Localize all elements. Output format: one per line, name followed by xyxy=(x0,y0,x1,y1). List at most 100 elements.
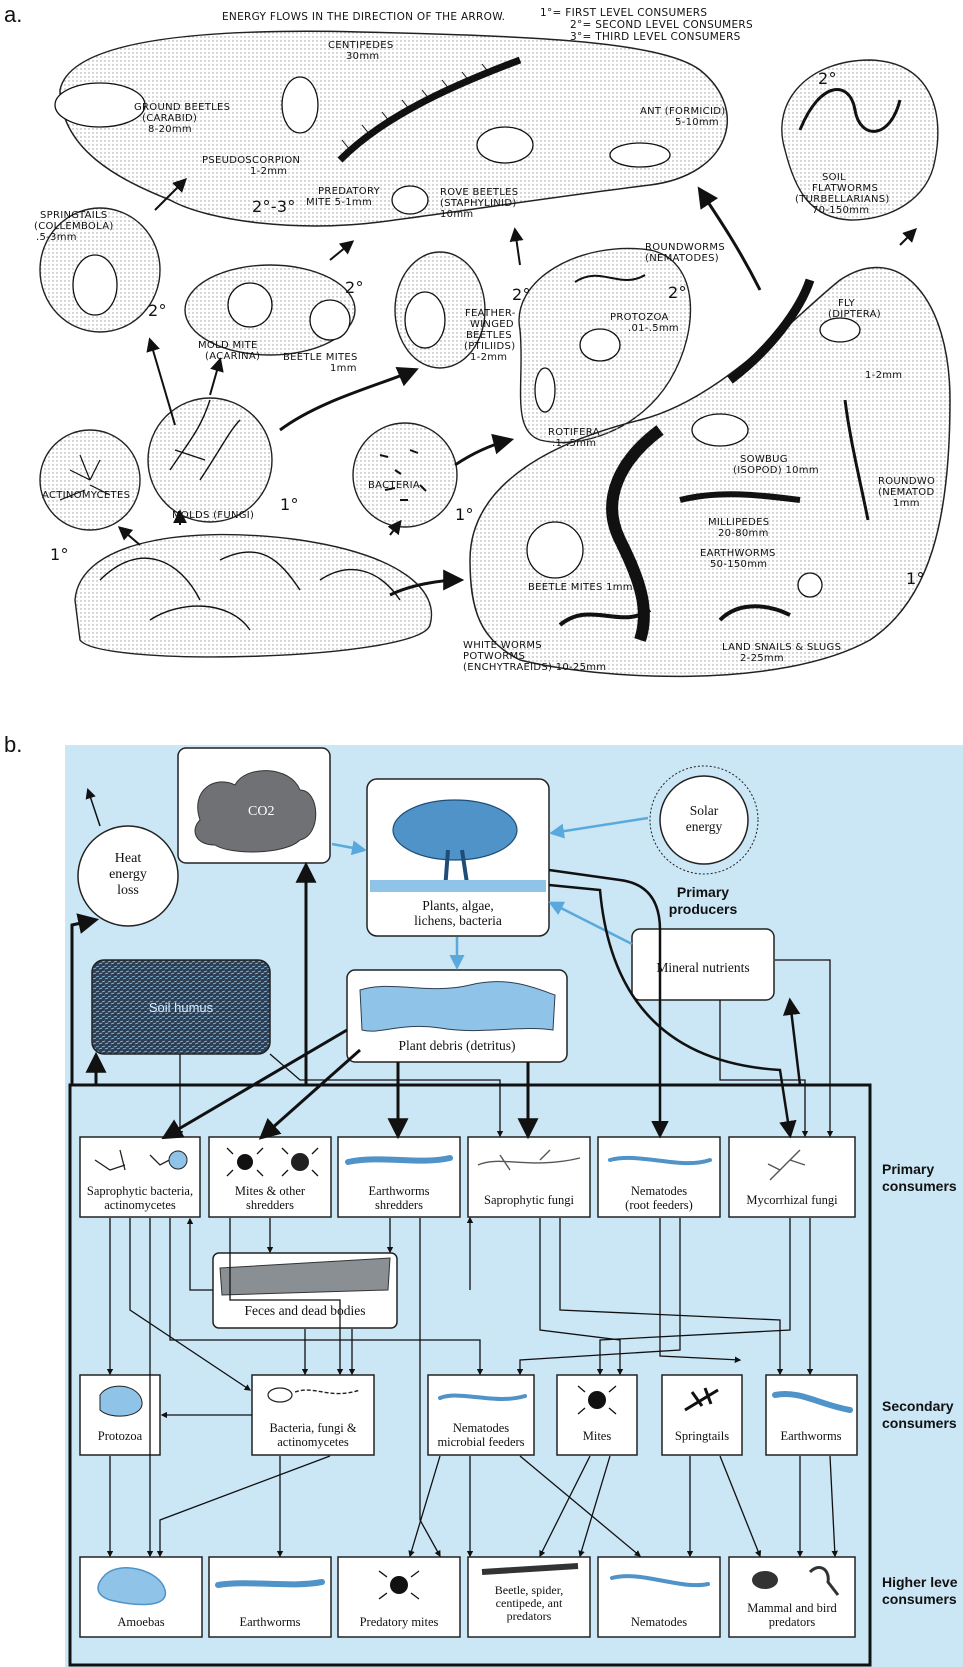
secondary-0-label: Protozoa xyxy=(98,1429,143,1443)
predatory-mite-sketch xyxy=(391,185,429,215)
energy-flow-arrows xyxy=(117,178,917,597)
decomposer-habitat-oval xyxy=(469,266,951,678)
molds-label: MOLDS (FUNGI) xyxy=(172,510,254,521)
higher-1-label: Earthworms xyxy=(239,1615,300,1629)
co2-cloud xyxy=(194,770,317,853)
feces-box: Feces and dead bodies xyxy=(212,1252,398,1329)
mite-legs xyxy=(226,1147,319,1177)
higher-4-label: Nematodes xyxy=(631,1615,687,1629)
debris-illustration xyxy=(359,981,556,1032)
secondary-3-label: Mites xyxy=(583,1429,612,1443)
roundworm-right-sketch xyxy=(843,399,870,521)
mold-mite-label: MOLD MITE(ACARINA) xyxy=(198,340,260,362)
energy-legend: ENERGY FLOWS IN THE DIRECTION OF THE ARR… xyxy=(222,7,753,43)
higher-0-label: Amoebas xyxy=(117,1615,164,1629)
beetle-mite-sketch xyxy=(309,299,351,341)
co2-box: CO2 xyxy=(177,747,331,864)
level-2-mark-flatworm: 2° xyxy=(818,69,837,88)
centipede-legs xyxy=(341,63,491,151)
snail-sketch xyxy=(797,572,823,598)
ant-label: ANT (FORMICID)5-10mm xyxy=(640,106,725,128)
secondary-mite-icon xyxy=(588,1391,606,1409)
co2-label: CO2 xyxy=(248,804,274,819)
fly-size-label: 1-2mm xyxy=(865,370,902,381)
humus-label: Soil humus xyxy=(149,1000,214,1015)
level-2-mark-springtail: 2° xyxy=(148,301,167,320)
panel-b-label: b. xyxy=(4,732,22,757)
primary-0-label: Saprophytic bacteria,actinomycetes xyxy=(87,1184,193,1212)
consumer-link-arrows xyxy=(106,959,838,1558)
sowbug-label: SOWBUG(ISOPOD) 10mm xyxy=(733,454,819,476)
level-2-mark-micro: 2° xyxy=(668,283,687,302)
ant-sketch xyxy=(609,142,671,168)
primary-nematodes-root: Nematodes(root feeders) xyxy=(597,1136,721,1218)
tree-crown xyxy=(392,799,518,861)
primary-4-label: Nematodes(root feeders) xyxy=(625,1184,693,1212)
millipede-sketch xyxy=(679,491,801,503)
protozoa-sketch xyxy=(579,328,621,362)
higher-amoebas: Amoebas xyxy=(79,1556,203,1638)
springtail-icon xyxy=(684,1387,719,1412)
nematode-microbial-icon xyxy=(438,1393,527,1401)
higher-earthworm-icon xyxy=(215,1579,325,1588)
actinomycetes-label: ACTINOMYCETES xyxy=(42,490,130,501)
beetle-mites-bottom-label: BEETLE MITES 1mm xyxy=(528,582,633,593)
fly-larva-sketch xyxy=(727,278,815,384)
secondary-bacteria-fungi: Bacteria, fungi &actinomycetes xyxy=(251,1374,375,1456)
nematode-icon xyxy=(608,1155,712,1166)
secondary-5-label: Earthworms xyxy=(780,1429,841,1443)
primary-mycorrhizal-fungi: Mycorrhizal fungi xyxy=(728,1136,856,1218)
beetle-predator-icon xyxy=(481,1563,579,1575)
level-1-mark-bacteria: 1° xyxy=(455,505,474,524)
earthworm-icon xyxy=(345,1155,453,1165)
organism-sketches xyxy=(54,56,902,642)
primary-saprophytic-fungi: Saprophytic fungi xyxy=(467,1136,591,1218)
slug-sketch xyxy=(718,604,791,622)
fly-label: FLY(DIPTERA) xyxy=(828,298,881,320)
secondary-mites: Mites xyxy=(556,1374,638,1456)
leaf-litter-sketch xyxy=(99,551,401,631)
rotifer-sketch xyxy=(534,367,556,413)
level-1-mark-decomposer: 1° xyxy=(906,569,925,588)
fly-sketch xyxy=(819,317,861,343)
legend-direction: ENERGY FLOWS IN THE DIRECTION OF THE ARR… xyxy=(222,11,505,23)
level-2-mark-mite: 2° xyxy=(345,278,364,297)
ground-beetle-sketch xyxy=(54,82,146,128)
level-1-mark-molds: 1° xyxy=(280,495,299,514)
secondary-1-label: Bacteria, fungi &actinomycetes xyxy=(269,1421,356,1449)
fungi-hyphae-icon xyxy=(477,1149,581,1171)
secondary-protozoa: Protozoa xyxy=(79,1374,161,1456)
panel-a: a. ENERGY FLOWS IN THE DIRECTION OF THE … xyxy=(4,2,951,678)
feather-beetle-sketch xyxy=(404,291,446,349)
primary-saprophytic-bacteria: Saprophytic bacteria,actinomycetes xyxy=(79,1136,201,1218)
primary-consumers-row: Saprophytic bacteria,actinomycetes Mites… xyxy=(79,1136,856,1218)
predatory-mite-legs xyxy=(378,1570,420,1600)
legend-first-level: 1°= FIRST LEVEL CONSUMERS xyxy=(540,7,707,19)
ground-beetles-label: GROUND BEETLES(CARABID)8-20mm xyxy=(134,102,230,135)
producer-flow-arrows xyxy=(331,816,649,970)
roundworms-label: ROUNDWORMS(NEMATODES) xyxy=(645,242,725,264)
mold-mite-sketch xyxy=(227,282,273,328)
level-2-mark-beetle: 2° xyxy=(512,285,531,304)
higher-earthworms: Earthworms xyxy=(208,1556,332,1638)
feces-label: Feces and dead bodies xyxy=(244,1303,365,1318)
bacteria-circle xyxy=(352,422,458,528)
springtail-sketch xyxy=(72,254,118,316)
sowbug-sketch xyxy=(691,413,749,447)
molds-circle xyxy=(147,397,273,523)
higher-consumers-row: Amoebas Earthworms Predatory mites Beetl… xyxy=(79,1556,856,1638)
